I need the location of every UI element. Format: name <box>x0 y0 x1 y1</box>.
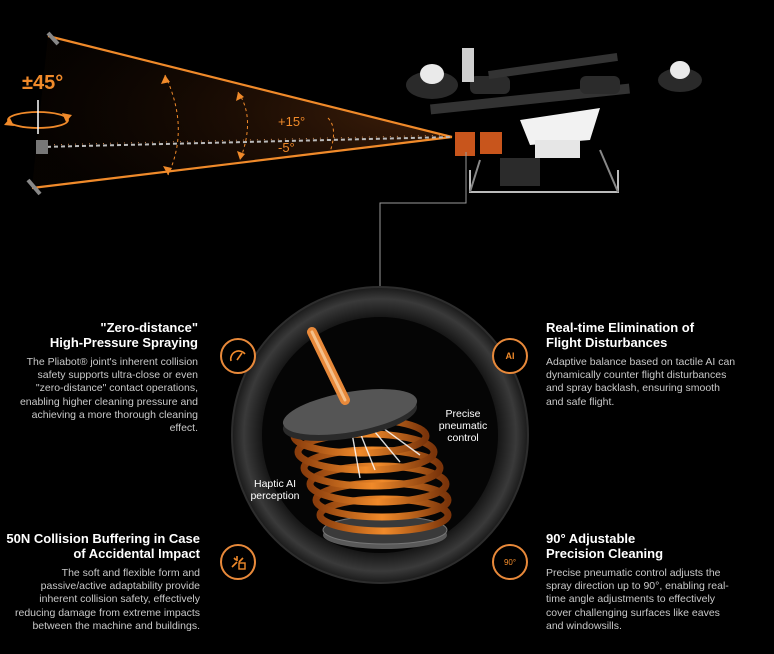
feature-title: Real-time Elimination of Flight Disturba… <box>546 320 695 350</box>
feature-flight-disturbances: Real-time Elimination of Flight Disturba… <box>546 320 736 409</box>
connector-line <box>379 152 467 290</box>
angle-arc-mid <box>237 91 249 161</box>
angle-arc-outer <box>164 74 179 176</box>
feature-precision-cleaning: 90° Adjustable Precision Cleaning Precis… <box>546 531 736 633</box>
feature-body: Precise pneumatic control adjusts the sp… <box>546 567 729 632</box>
feature-collision-buffering: 50N Collision Buffering in Case of Accid… <box>4 531 200 633</box>
feature-zero-distance: "Zero-distance" High-Pressure Spraying T… <box>8 320 198 435</box>
middle-arm-line <box>39 136 453 148</box>
upper-arm-line <box>47 34 453 139</box>
feature-body: Adaptive balance based on tactile AI can… <box>546 356 736 408</box>
feature-title: 50N Collision Buffering in Case of Accid… <box>6 531 200 561</box>
angle-90-icon: 90° <box>492 544 528 580</box>
feature-body: The soft and flexible form and passive/a… <box>15 567 200 632</box>
feature-title: "Zero-distance" High-Pressure Spraying <box>49 320 198 350</box>
up-angle-label: +15° <box>278 114 306 129</box>
pressure-gauge-icon <box>220 338 256 374</box>
spray-cone <box>32 36 452 188</box>
drone-body <box>406 48 702 193</box>
down-angle-label: -5° <box>278 140 295 155</box>
lower-arm-line <box>31 135 453 190</box>
haptic-ai-label: Haptic AI perception <box>250 478 300 502</box>
feature-title: 90° Adjustable Precision Cleaning <box>546 531 664 561</box>
rotation-angle-label: ±45° <box>22 72 64 94</box>
ai-head-icon: AI <box>492 338 528 374</box>
precise-pneumatic-label: Precise pneumatic control <box>438 408 488 444</box>
impact-icon <box>220 544 256 580</box>
feature-body: The Pliabot® joint's inherent collision … <box>19 356 198 435</box>
pliabot-bellows <box>282 327 452 549</box>
